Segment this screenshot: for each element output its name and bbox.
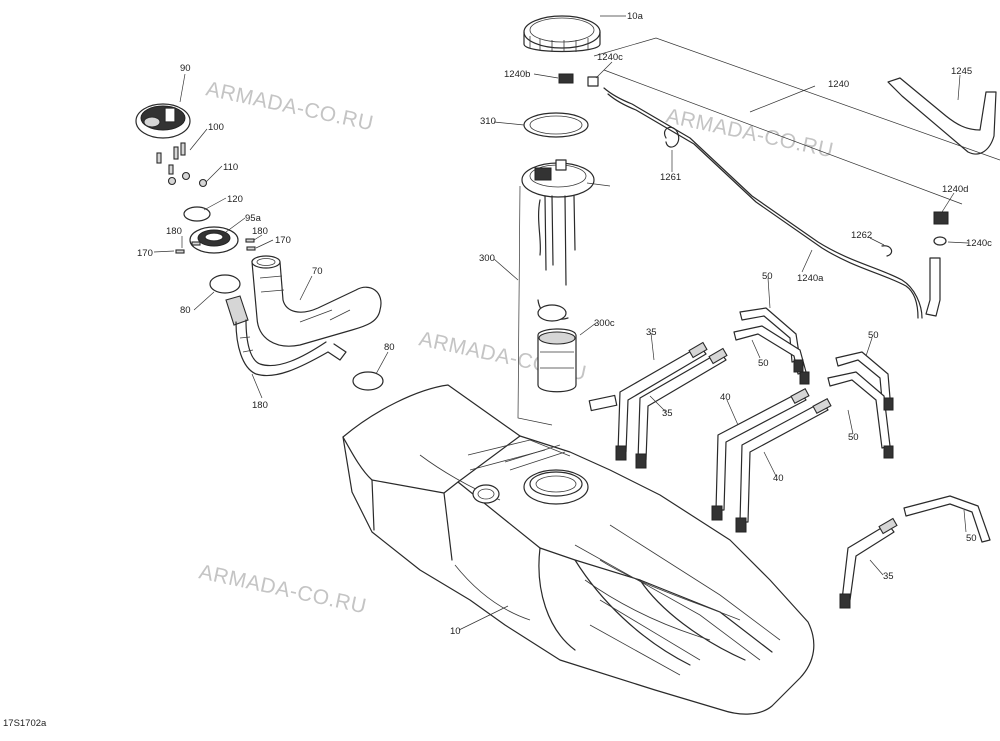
label-1262: 1262 [851,230,872,241]
watermark-text: ARMADA-CO.RU [664,104,836,162]
fuel-lines [593,37,1000,319]
label-90: 90 [180,63,191,74]
label-40-b: 40 [773,473,784,484]
label-10: 10 [450,626,461,637]
label-70: 70 [312,266,323,277]
label-80-left: 80 [180,305,191,316]
label-100: 100 [208,122,224,133]
label-35-b: 35 [662,408,673,419]
label-180-left: 180 [166,226,182,237]
label-110: 110 [223,162,238,173]
label-35-a: 35 [646,327,657,338]
label-95a: 95a [245,213,262,224]
label-50-e: 50 [966,533,977,544]
filler-cap-assembly [135,103,384,391]
label-310: 310 [480,116,496,127]
callout-labels: 90 100 110 120 95a 180 180 170 170 70 80… [3,11,992,729]
label-80-right: 80 [384,342,395,353]
label-1240c-top: 1240c [597,52,623,63]
watermark-text: ARMADA-CO.RU [197,560,369,618]
label-1240d: 1240d [942,184,968,195]
label-1240a: 1240a [797,273,824,284]
tank-straps [615,307,991,609]
diagram-code: 17S1702a [3,718,47,729]
label-1245: 1245 [951,66,972,77]
leader-lines [153,15,969,631]
label-1261: 1261 [660,172,681,183]
label-1240: 1240 [828,79,849,90]
label-50-a: 50 [762,271,773,282]
label-170-right: 170 [275,235,291,246]
label-180-bottom: 180 [252,400,268,411]
fuel-tank [342,384,815,715]
label-300c: 300c [594,318,615,329]
label-50-b: 50 [758,358,769,369]
label-50-d: 50 [848,432,859,443]
label-120: 120 [227,194,243,205]
label-10a: 10a [627,11,644,22]
label-300: 300 [479,253,495,264]
fuel-pump-assembly [517,15,618,426]
watermark-text: ARMADA-CO.RU [204,77,376,135]
label-50-c: 50 [868,330,879,341]
label-170-left: 170 [137,248,153,259]
label-1240c-right: 1240c [966,238,992,249]
label-1240b: 1240b [504,69,530,80]
label-35-c: 35 [883,571,894,582]
label-180-right: 180 [252,226,268,237]
label-40-a: 40 [720,392,731,403]
